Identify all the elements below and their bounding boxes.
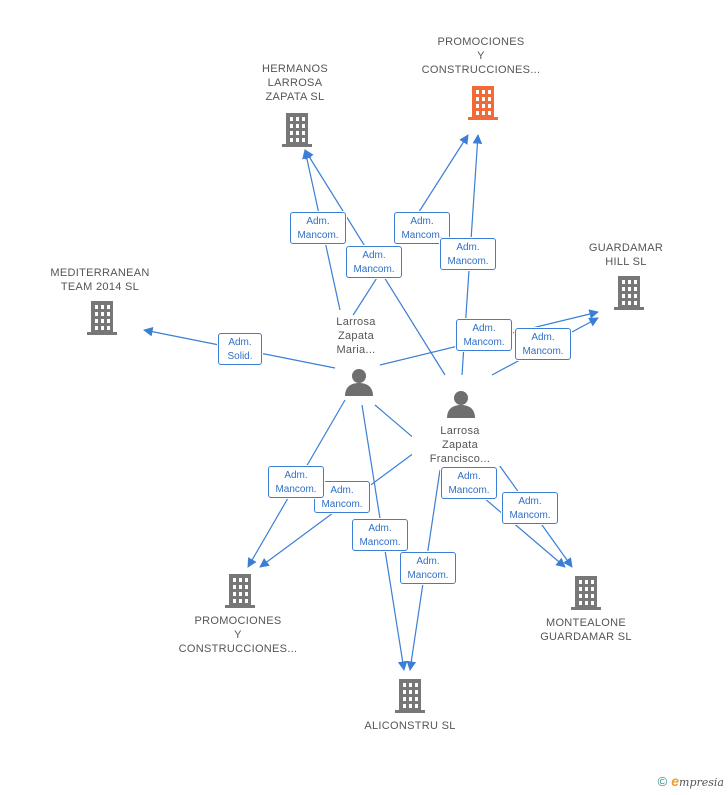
relation-badge[interactable]: Adm. Mancom.: [268, 466, 324, 498]
brand-name: mpresia: [679, 776, 724, 789]
relation-badge[interactable]: Adm. Mancom.: [502, 492, 558, 524]
building-icon: [614, 276, 644, 310]
badge-line2: Mancom.: [447, 256, 489, 267]
building-icon: [225, 574, 255, 608]
building-icon: [571, 576, 601, 610]
company-label: HERMANOS LARROSA ZAPATA SL: [262, 63, 328, 103]
relation-badge[interactable]: Adm. Solid.: [218, 333, 262, 365]
badge-line1: Adm.: [306, 216, 330, 227]
building-icon: [282, 113, 312, 147]
badge-line1: Adm.: [228, 337, 252, 348]
relation-badge[interactable]: Adm. Mancom.: [400, 552, 456, 584]
badge-line2: Mancom.: [522, 346, 564, 357]
building-icon: [87, 301, 117, 335]
badge-line1: Adm.: [472, 323, 496, 334]
person-label: Larrosa Zapata Francisco...: [412, 424, 508, 466]
relation-badge[interactable]: Adm. Mancom.: [346, 246, 402, 278]
copyright-symbol: ©: [657, 774, 668, 789]
badge-line2: Mancom.: [275, 484, 317, 495]
company-label: ALICONSTRU SL: [364, 720, 456, 732]
badge-line1: Adm.: [330, 485, 354, 496]
badge-line1: Adm.: [518, 496, 542, 507]
badge-line1: Adm.: [531, 332, 555, 343]
person-icon: [447, 391, 475, 418]
company-label: MONTEALONE GUARDAMAR SL: [540, 617, 632, 643]
badge-line2: Mancom.: [509, 510, 551, 521]
empresia-logo[interactable]: ©empresia: [658, 773, 724, 789]
relation-badge[interactable]: Adm. Mancom.: [352, 519, 408, 551]
relation-badge[interactable]: Adm. Mancom.: [440, 238, 496, 270]
badge-line2: Mancom.: [448, 485, 490, 496]
company-label: GUARDAMAR HILL SL: [588, 242, 664, 268]
badge-line2: Mancom.: [463, 337, 505, 348]
person-label: Larrosa Zapata Maria...: [310, 315, 402, 357]
relation-badge[interactable]: Adm. Mancom.: [441, 467, 497, 499]
badge-line1: Adm.: [368, 523, 392, 534]
relation-badge[interactable]: Adm. Mancom.: [456, 319, 512, 351]
company-label: PROMOCIONES Y CONSTRUCCIONES...: [178, 615, 298, 655]
badge-line1: Adm.: [416, 556, 440, 567]
building-icon: [395, 679, 425, 713]
relation-badge[interactable]: Adm. Mancom.: [515, 328, 571, 360]
badge-line2: Mancom.: [353, 264, 395, 275]
badge-line2: Solid.: [227, 351, 253, 362]
badge-line1: Adm.: [456, 242, 480, 253]
badge-line2: Mancom.: [401, 230, 443, 241]
brand-initial: e: [671, 773, 680, 789]
relation-badge[interactable]: Adm. Mancom.: [314, 481, 370, 513]
badge-line1: Adm.: [410, 216, 434, 227]
badge-line1: Adm.: [362, 250, 386, 261]
person-icon: [345, 369, 373, 396]
badge-line2: Mancom.: [407, 570, 449, 581]
badge-line1: Adm.: [284, 470, 308, 481]
relation-badge[interactable]: Adm. Mancom.: [290, 212, 346, 244]
company-label: PROMOCIONES Y CONSTRUCCIONES...: [421, 36, 541, 76]
badge-line2: Mancom.: [321, 499, 363, 510]
building-icon-highlighted: [468, 86, 498, 120]
badge-line2: Mancom.: [359, 537, 401, 548]
badge-line1: Adm.: [457, 471, 481, 482]
badge-line2: Mancom.: [297, 230, 339, 241]
company-label: MEDITERRANEAN TEAM 2014 SL: [50, 267, 150, 293]
